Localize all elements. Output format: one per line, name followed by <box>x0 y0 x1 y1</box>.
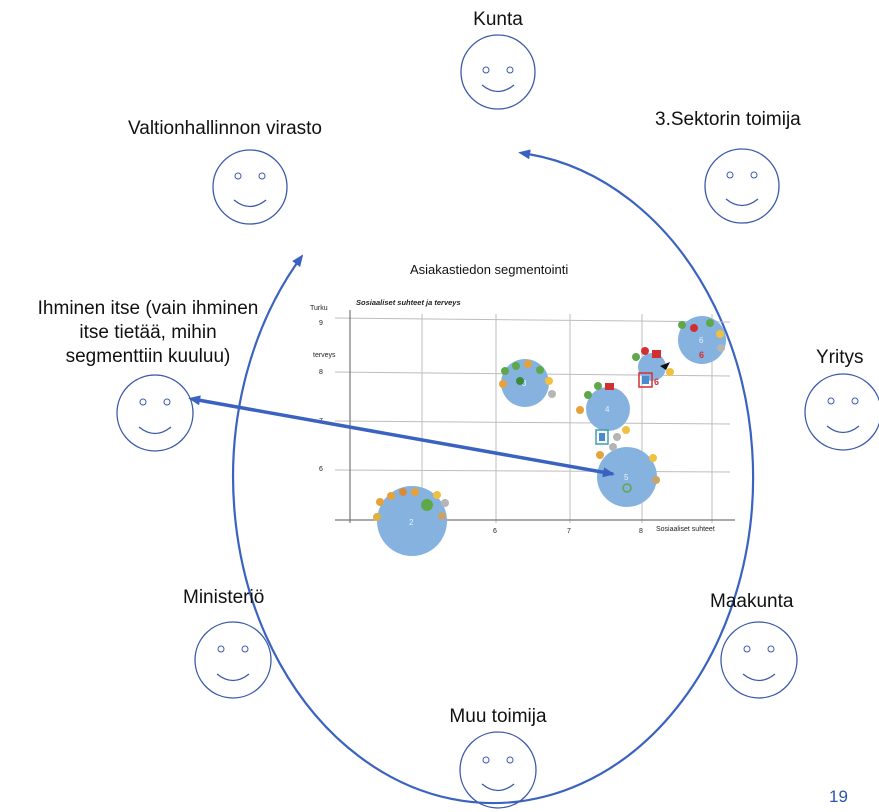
smiley-ministerio <box>194 621 272 699</box>
grid-h-9 <box>334 317 731 323</box>
marker <box>376 498 384 506</box>
marker <box>632 353 640 361</box>
grid-h-6 <box>334 469 731 473</box>
marker <box>622 426 630 434</box>
segment-4: 4 <box>576 382 630 445</box>
marker <box>545 377 553 385</box>
x-tick-7: 7 <box>567 528 571 535</box>
flag-marker <box>660 362 670 370</box>
actor-label-yritys: Yritys <box>816 347 864 368</box>
marker <box>652 476 660 484</box>
actor-label-ihminen-line3: segmenttiin kuuluu) <box>65 346 231 367</box>
marker <box>642 376 649 384</box>
y-axis-label: terveys <box>313 352 336 359</box>
marker <box>441 499 449 507</box>
marker <box>438 512 446 520</box>
marker <box>499 380 507 388</box>
segment-6-cluster: 6 6 6 <box>632 316 726 388</box>
y-tick-6: 6 <box>319 466 323 473</box>
actor-label-ihminen-line1: Ihminen itse (vain ihminen <box>37 298 259 319</box>
marker <box>652 350 661 358</box>
marker <box>622 483 632 493</box>
marker <box>576 406 584 414</box>
actor-label-sektori: 3.Sektorin toimija <box>655 109 801 130</box>
smiley-sektori <box>704 148 780 224</box>
marker <box>706 319 714 327</box>
actor-label-ministerio: Ministeriö <box>183 587 265 608</box>
y-tick-9: 9 <box>319 320 323 327</box>
marker <box>387 492 395 500</box>
marker <box>599 433 605 441</box>
marker <box>584 391 592 399</box>
marker <box>536 366 544 374</box>
segment-6-label: 6 <box>699 336 704 345</box>
marker <box>373 513 381 521</box>
smiley-ihminen <box>116 374 194 452</box>
badge-label: 6 <box>654 377 659 387</box>
smiley-maakunta <box>720 621 798 699</box>
highlight-box <box>638 372 653 388</box>
actor-label-valtio: Valtionhallinnon virasto <box>128 118 322 139</box>
actor-label-muu: Muu toimija <box>449 706 547 727</box>
chart-title: Sosiaaliset suhteet ja terveys <box>356 298 461 307</box>
marker <box>594 382 602 390</box>
segment-5: 5 <box>596 443 660 507</box>
marker <box>717 344 725 352</box>
marker <box>649 454 657 462</box>
actor-label-kunta: Kunta <box>473 9 523 30</box>
grid-h-7 <box>334 420 731 425</box>
y-tick-8: 8 <box>319 369 323 376</box>
segmentation-chart: Turku Sosiaaliset suhteet ja terveys ter… <box>310 298 735 556</box>
marker <box>421 499 433 511</box>
smiley-valtio <box>212 149 288 225</box>
segment-2: 2 <box>373 486 449 556</box>
segment-5-label: 5 <box>624 473 629 482</box>
segment-2-label: 2 <box>409 518 414 527</box>
marker <box>433 491 441 499</box>
marker <box>609 443 617 451</box>
marker <box>596 451 604 459</box>
marker <box>641 347 649 355</box>
marker <box>501 367 509 375</box>
smiley-muu <box>459 731 537 809</box>
marker <box>716 330 724 338</box>
page-number: 19 <box>829 787 848 806</box>
marker <box>613 433 621 441</box>
x-tick-8: 8 <box>639 528 643 535</box>
marker <box>666 368 674 376</box>
smiley-yritys <box>804 373 879 451</box>
cycle-arc <box>232 149 755 805</box>
marker <box>548 390 556 398</box>
link-arrow <box>188 395 615 478</box>
actor-label-ihminen: Ihminen itse (vain ihminen itse tietää, … <box>8 297 288 369</box>
marker <box>605 383 614 390</box>
actor-label-maakunta: Maakunta <box>710 591 794 612</box>
marker <box>411 488 419 496</box>
segment-3: 3 <box>499 359 556 407</box>
marker <box>678 321 686 329</box>
marker <box>690 324 698 332</box>
badge-label: 6 <box>699 350 704 360</box>
marker <box>516 377 524 385</box>
marker <box>524 360 532 368</box>
chart-corner-label: Turku <box>310 305 328 312</box>
marker <box>399 488 407 496</box>
segment-6b-bubble <box>638 353 666 381</box>
inset-title: Asiakastiedon segmentointi <box>410 262 569 277</box>
x-axis-label: Sosiaaliset suhteet <box>656 526 715 533</box>
segment-4-label: 4 <box>605 405 610 414</box>
segment-3-label: 3 <box>522 379 527 388</box>
smiley-kunta <box>460 34 536 110</box>
actor-label-ihminen-line2: itse tietää, mihin <box>79 322 217 343</box>
x-tick-6: 6 <box>493 528 497 535</box>
marker <box>512 362 520 370</box>
